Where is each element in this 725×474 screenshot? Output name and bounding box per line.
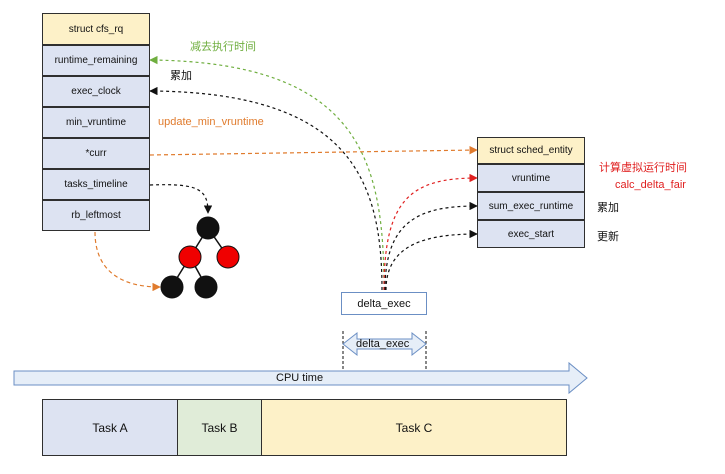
rb-tree [160, 216, 240, 299]
tree-node [216, 245, 240, 269]
sched-entity-field-vruntime: vruntime [477, 164, 585, 192]
tree-node [194, 275, 218, 299]
task-b: Task B [177, 399, 262, 456]
delta-span-arrow [342, 331, 427, 357]
cfs-rq-field-min-vruntime: min_vruntime [42, 107, 150, 138]
sched-entity-field-sum-exec-runtime: sum_exec_runtime [477, 192, 585, 220]
update-exec-start-arrow [385, 229, 478, 291]
accumulate-right-label: 累加 [597, 202, 619, 214]
accumulate-exec-clock-arrow [149, 86, 383, 291]
update-label: 更新 [597, 231, 619, 243]
sched-entity-field-exec-start: exec_start [477, 220, 585, 248]
delta-exec-box: delta_exec [341, 292, 427, 315]
tree-node [196, 216, 220, 240]
sched-entity-header: struct sched_entity [477, 137, 585, 164]
cfs-rq-field-curr: *curr [42, 138, 150, 169]
leftmost-to-node-arrow [94, 231, 161, 292]
tree-node [160, 275, 184, 299]
delta-span-label: delta_exec [356, 338, 410, 350]
cpu-time-arrow [13, 361, 588, 395]
cfs-rq-field-tasks-timeline: tasks_timeline [42, 169, 150, 200]
timeline-to-tree-arrow [149, 184, 213, 214]
accumulate-left-label: 累加 [170, 70, 192, 82]
cfs-rq-header: struct cfs_rq [42, 13, 150, 45]
accumulate-sum-arrow [384, 201, 478, 291]
curr-to-entity-arrow [149, 145, 478, 156]
subtract-runtime-label: 减去执行时间 [190, 41, 256, 53]
cfs-rq-field-exec-clock: exec_clock [42, 76, 150, 107]
cpu-time-label: CPU time [276, 372, 324, 384]
cfs-rq-field-rb-leftmost: rb_leftmost [42, 200, 150, 231]
calc-delta-fair-label: calc_delta_fair [615, 179, 686, 191]
calc-virtual-label: 计算虚拟运行时间 [599, 162, 687, 174]
task-c: Task C [261, 399, 567, 456]
subtract-runtime-arrow [149, 55, 385, 291]
calc-vruntime-arrow [383, 173, 478, 291]
update-min-vruntime-label: update_min_vruntime [158, 116, 264, 128]
cfs-rq-field-runtime-remaining: runtime_remaining [42, 45, 150, 76]
tree-node [178, 245, 202, 269]
task-a: Task A [42, 399, 178, 456]
